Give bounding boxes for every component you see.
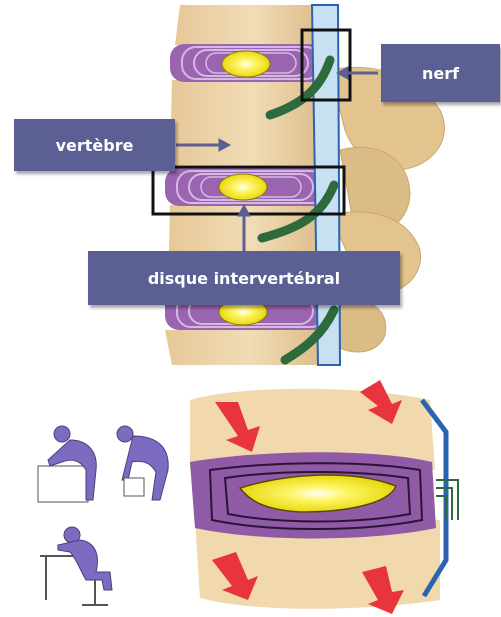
disc-upper bbox=[170, 44, 332, 82]
spinous-processes bbox=[330, 67, 444, 352]
posture-figures bbox=[38, 426, 168, 605]
figure-lifting-box bbox=[117, 426, 168, 500]
compressed-disc-detail bbox=[190, 380, 458, 614]
label-nerf: nerf bbox=[381, 44, 500, 102]
disc-middle bbox=[165, 168, 337, 206]
label-vertebre: vertèbre bbox=[14, 119, 175, 171]
label-disque-intervertebral: disque intervertébral bbox=[88, 251, 400, 305]
figure-leaning-table bbox=[38, 426, 96, 502]
figure-seated-desk bbox=[40, 527, 112, 605]
